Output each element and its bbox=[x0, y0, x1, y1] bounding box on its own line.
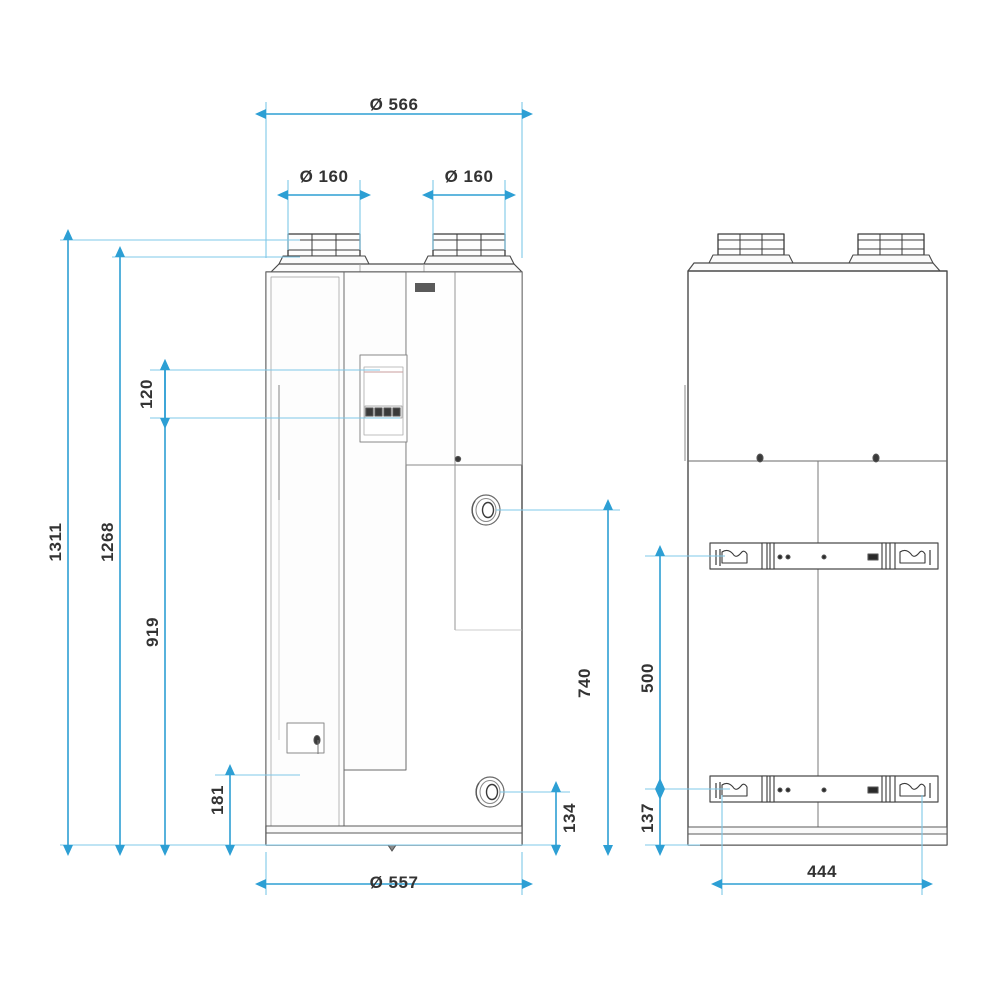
dim-label-duct-right: Ø 160 bbox=[445, 167, 494, 186]
duct-collar-left-icon bbox=[278, 233, 370, 265]
dim-label-duct-left: Ø 160 bbox=[300, 167, 349, 186]
port-upper-icon bbox=[471, 494, 501, 526]
access-hatch-icon bbox=[286, 722, 325, 754]
port-lower-icon bbox=[475, 776, 505, 808]
front-view-geometry bbox=[265, 233, 523, 852]
base-plinth-rear bbox=[687, 826, 948, 835]
dim-label-height-body: 1268 bbox=[98, 522, 117, 562]
rear-duct-collar-right-icon bbox=[848, 233, 934, 264]
dim-label-height-overall: 1311 bbox=[46, 523, 65, 562]
rear-fastener-right-icon bbox=[872, 453, 880, 463]
dim-label-port-lower: 134 bbox=[560, 803, 579, 833]
dim-label-rail-to-base: 137 bbox=[638, 803, 657, 833]
dim-label-bottom-width: Ø 557 bbox=[370, 873, 419, 892]
dim-label-rail-spacing: 500 bbox=[638, 663, 657, 693]
dim-label-panel-height: 120 bbox=[137, 379, 156, 409]
fastener-dot-icon bbox=[454, 455, 462, 463]
dimension-lines bbox=[63, 109, 933, 889]
dim-label-low-height: 181 bbox=[208, 785, 227, 815]
dim-label-port-upper: 740 bbox=[575, 668, 594, 698]
control-panel-icon bbox=[359, 354, 408, 443]
duct-collar-right-icon bbox=[423, 233, 515, 265]
rear-duct-collar-left-icon bbox=[708, 233, 794, 264]
dim-label-top-width: Ø 566 bbox=[370, 95, 419, 114]
brand-badge-icon bbox=[415, 283, 435, 292]
mounting-rail-lower-icon bbox=[709, 775, 939, 803]
dimension-labels: Ø 566 Ø 160 Ø 160 1311 1268 919 120 181 … bbox=[46, 95, 837, 892]
extension-lines bbox=[60, 102, 923, 895]
base-plinth-front bbox=[265, 825, 523, 834]
dim-label-height-mid: 919 bbox=[143, 617, 162, 647]
mounting-rail-upper-icon bbox=[709, 542, 939, 570]
rear-view-geometry bbox=[684, 233, 948, 846]
dim-label-rail-width: 444 bbox=[807, 862, 837, 881]
rear-fastener-left-icon bbox=[756, 453, 764, 463]
